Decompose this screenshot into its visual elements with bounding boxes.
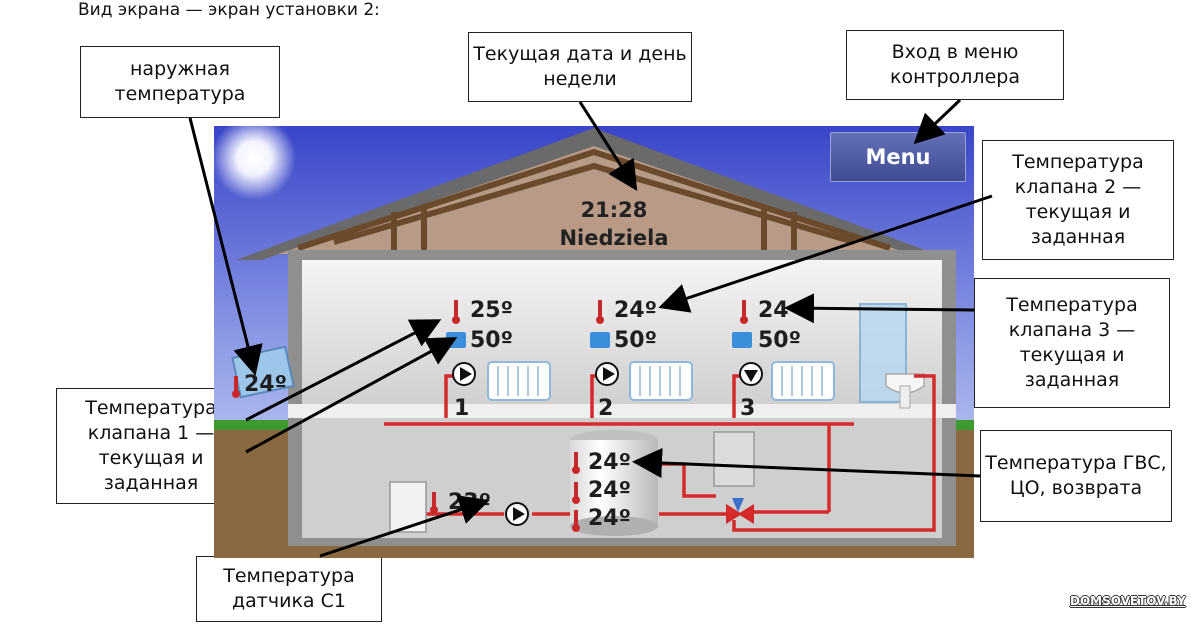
circuit-2-number: 2 [598,396,614,421]
circuit-1-current-temp: 25º [470,298,514,323]
radiator-1-icon [487,361,551,401]
radiator-3-icon [771,361,835,401]
circuit-1-set-temp: 50º [470,328,514,353]
outdoor-temperature: 24º [244,372,288,397]
callout-sensor-c1: Температура датчика C1 [196,556,382,622]
circuit-3-set-temp: 50º [758,328,802,353]
callout-valve3: Температура клапана 3 — текущая и заданн… [974,278,1170,408]
current-day: Niedziela [559,226,669,250]
callout-dhw: Температура ГВС, ЦО, возврата [980,430,1172,522]
circuit-2-current-temp: 24º [614,298,658,323]
circuit-1-number: 1 [454,396,470,421]
callout-valve2: Температура клапана 2 — текущая и заданн… [982,140,1174,260]
current-time: 21:28 [580,198,648,222]
page-heading: Вид экрана — экран установки 2: [78,0,380,20]
tank-temp-heating: 24º [588,478,632,503]
boiler-icon [389,481,427,533]
callout-menu-entry: Вход в меню контроллера [846,30,1064,100]
controller-screen: Menu 21:28 Niedziela 24º 25º 50º 1 24º 5… [214,126,974,558]
mixing-valve-icon [726,504,742,524]
callout-outdoor-temp: наружная температура [80,46,280,118]
watermark: DOMSOVETOV.BY [1070,594,1186,608]
sensor-c1-temp: 23º [448,490,492,515]
circuit-2-set-temp: 50º [614,328,658,353]
tank-temp-return: 24º [588,506,632,531]
callout-date-day: Текущая дата и день недели [468,32,692,102]
house-illustration [214,126,974,558]
clock-display: 21:28 Niedziela [544,196,684,252]
tank-temp-dhw: 24º [588,450,632,475]
circuit-3-current-temp: 24 [758,298,789,323]
menu-button[interactable]: Menu [830,132,966,182]
circuit-3-number: 3 [740,396,756,421]
heater-icon [713,431,755,487]
radiator-2-icon [629,361,693,401]
